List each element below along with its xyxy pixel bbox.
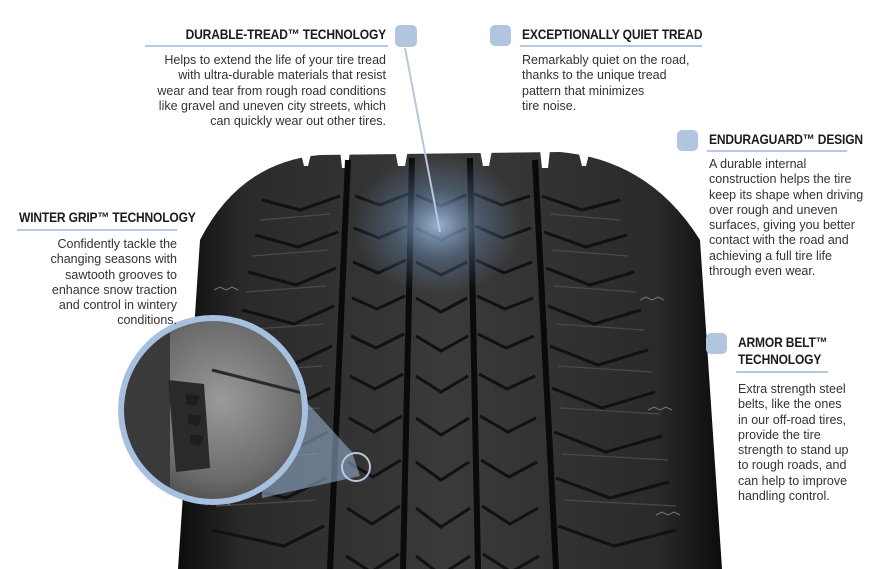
durable-tread-text: Helps to extend the life of your tire tr… [157,53,386,129]
durable-tread-line: can quickly wear out other tires. [210,114,386,129]
durable-tread-line: Helps to extend the life of your tire tr… [164,53,386,67]
enduraguard-line: A durable internal [709,157,807,171]
winter-grip-line: and control in wintery [58,298,177,313]
enduraguard-line: construction helps the tire [709,172,852,187]
quiet-tread-rule [520,45,702,47]
winter-grip-line: changing seasons with [50,252,177,267]
enduraguard-rule [707,150,847,152]
winter-grip-title: WINTER GRIP™ TECHNOLOGY [19,209,196,225]
enduraguard-line: through even wear. [709,264,816,279]
quiet-tread-line: pattern that minimizes [522,83,645,98]
quiet-tread-title: EXCEPTIONALLY QUIET TREAD [522,26,703,42]
armor-belt-line: provide the tire [738,427,821,442]
enduraguard-title: ENDURAGUARD™ DESIGN [709,131,863,147]
winter-grip-line: Confidently tackle the [57,237,177,251]
armor-belt-line: can help to improve [738,473,848,488]
winter-grip-line: enhance snow traction [51,282,177,297]
durable-tread-line: like gravel and uneven city streets, whi… [158,98,386,113]
armor-belt-marker [706,333,727,354]
durable-tread-leader [404,47,441,233]
armor-belt-title-line: TECHNOLOGY [738,351,822,367]
quiet-tread-line: thanks to the unique tread [522,68,667,83]
enduraguard-line: achieving a full tire life [709,248,832,263]
enduraguard-line: keep its shape when driving [709,187,864,202]
quiet-tread-line: tire noise. [522,98,577,113]
winter-grip-line: sawtooth grooves to [65,267,177,282]
winter-grip-rule [17,229,177,231]
armor-belt-title: ARMOR BELT™ TECHNOLOGY [738,334,828,368]
durable-tread-marker [395,25,417,47]
durable-tread-line: with ultra-durable materials that resist [178,68,386,83]
armor-belt-line: Extra strength steel [738,382,846,396]
armor-belt-text: Extra strength steel belts, like the one… [738,382,849,504]
quiet-tread-text: Remarkably quiet on the road, thanks to … [522,53,689,114]
enduraguard-marker [677,130,698,151]
quiet-tread-marker [490,25,511,46]
enduraguard-line: over rough and uneven [709,202,838,217]
armor-belt-line: in our off-road tires, [738,412,847,427]
armor-belt-line: handling control. [738,489,830,504]
durable-tread-title: DURABLE-TREAD™ TECHNOLOGY [185,26,387,42]
winter-grip-line: conditions. [117,313,177,328]
enduraguard-text: A durable internal construction helps th… [709,157,863,279]
winter-grip-text: Confidently tackle the changing seasons … [51,237,177,329]
armor-belt-line: to rough roads, and [738,458,847,473]
armor-belt-line: belts, like the ones [738,397,842,412]
enduraguard-line: contact with the road and [709,233,849,248]
enduraguard-line: surfaces, giving you better [709,218,855,233]
armor-belt-rule [736,371,828,373]
armor-belt-title-line: ARMOR BELT™ [738,334,828,350]
durable-tread-rule [145,45,388,47]
quiet-tread-line: Remarkably quiet on the road, [522,53,690,67]
durable-tread-line: wear and tear from rough road conditions [157,83,386,98]
armor-belt-line: strength to stand up [738,443,849,458]
